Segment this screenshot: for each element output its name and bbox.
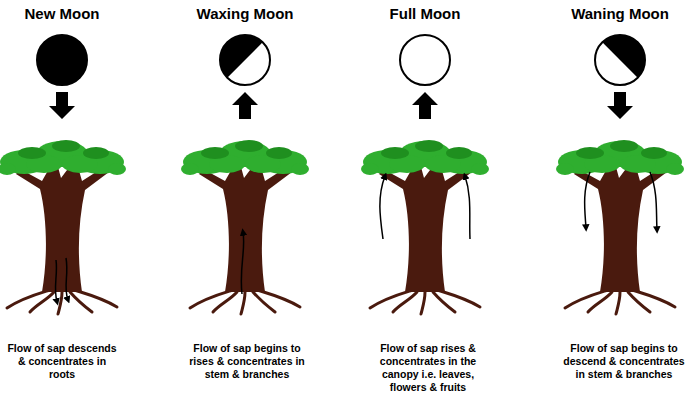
moon-node: Full Moon (388, 5, 463, 87)
phase-title: New Moon (23, 5, 102, 23)
moon-phase-circle (398, 33, 452, 87)
sap-flow-caption: Flow of sap begins to rises & concentrat… (187, 342, 307, 381)
phase-title: Waxing Moon (195, 5, 296, 23)
moon-node: New Moon (23, 5, 102, 87)
moon-node: Waxing Moon (195, 5, 296, 87)
phase-title: Waning Moon (569, 5, 671, 23)
moon-phase-circle (35, 33, 89, 87)
moon-phase-circle (218, 33, 272, 87)
sap-flow-caption: Flow of sap begins to descend & concentr… (563, 342, 685, 381)
sap-flow-caption: Flow of sap descends & concentrates in r… (6, 342, 118, 381)
sap-flow-caption: Flow of sap rises & concentrates in the … (363, 342, 493, 394)
phase-title: Full Moon (388, 5, 463, 23)
moon-phase-circle (593, 33, 647, 87)
moon-node: Waning Moon (569, 5, 671, 87)
